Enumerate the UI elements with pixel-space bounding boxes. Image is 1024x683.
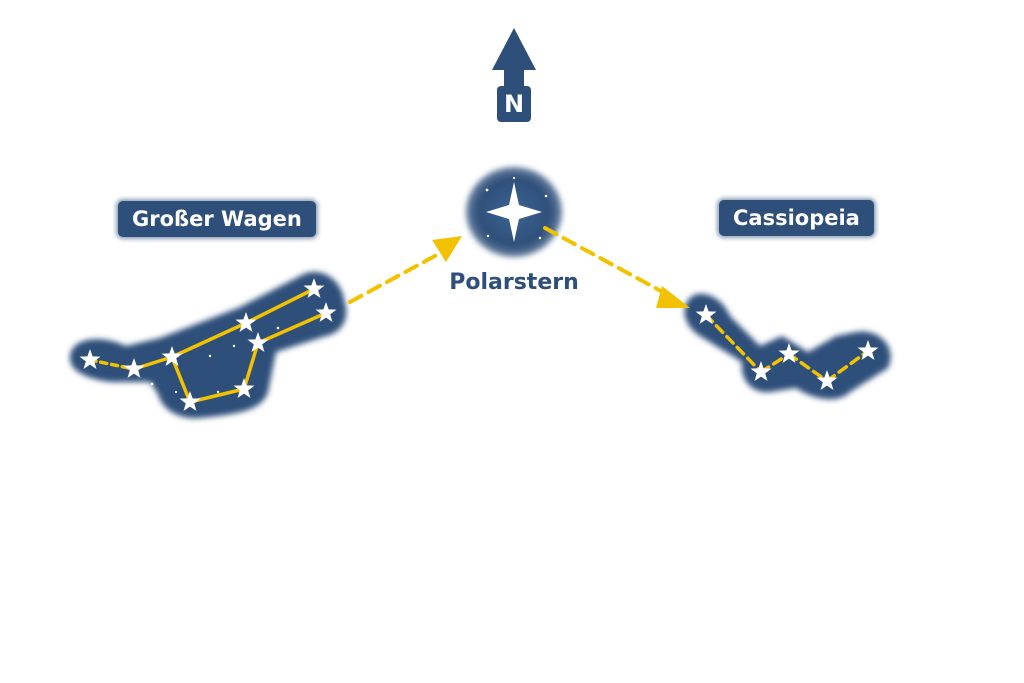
cassiopeia-sky-patch (684, 293, 891, 400)
big-dipper-label: Großer Wagen (118, 201, 316, 237)
pointer-arrow-dipper-to-polaris (348, 236, 462, 304)
polaris-star-icon (486, 182, 542, 242)
pointer-arrow-polaris-to-cassiopeia (543, 226, 690, 308)
cassiopeia-label: Cassiopeia (719, 200, 874, 236)
north-label: N (497, 86, 531, 122)
north-arrow-icon (492, 28, 536, 88)
polaris-label: Polarstern (449, 270, 579, 295)
faint-stars (150, 326, 280, 394)
